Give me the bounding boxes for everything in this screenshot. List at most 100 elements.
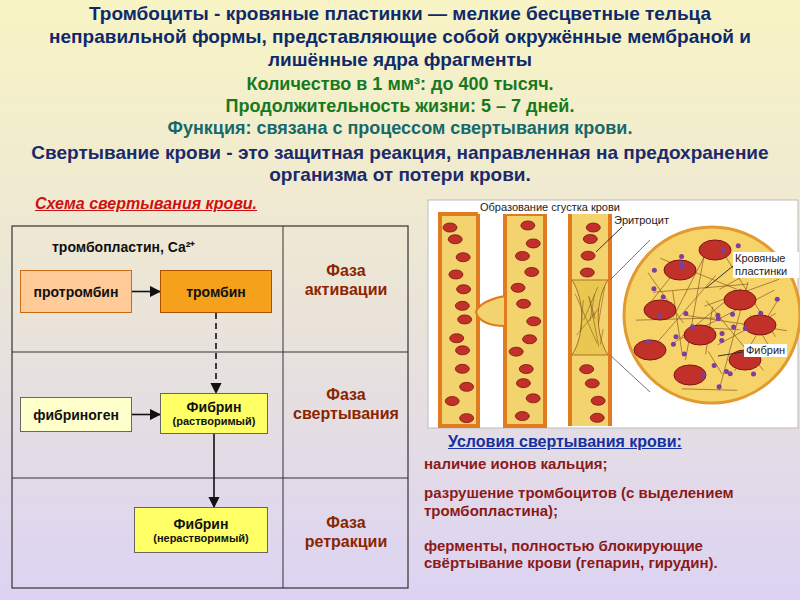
- platelet: [682, 352, 687, 357]
- connector-arrow: [132, 414, 160, 416]
- platelet: [661, 295, 666, 300]
- box-note: (растворимый): [173, 415, 256, 428]
- platelet: [775, 297, 780, 302]
- leader-line: [596, 227, 622, 252]
- function-line: Функция: связана с процессом свертывания…: [20, 117, 780, 139]
- fibrin-thread: [718, 313, 776, 344]
- erythrocyte: [644, 300, 676, 320]
- erythrocyte: [527, 317, 541, 326]
- erythrocyte: [581, 251, 595, 260]
- erythrocyte: [583, 234, 597, 243]
- box-title: фибриноген: [33, 407, 119, 423]
- platelet: [743, 326, 748, 331]
- part-label: Фибрин: [744, 344, 787, 357]
- platelet: [652, 268, 657, 273]
- platelet: [679, 254, 684, 259]
- erythrocyte: [684, 325, 716, 345]
- grid-line: [12, 478, 408, 479]
- vessel-wall: [570, 214, 610, 426]
- platelet: [730, 312, 735, 317]
- erythrocyte: [455, 301, 469, 310]
- erythrocyte: [443, 223, 457, 232]
- erythrocyte: [517, 299, 531, 308]
- erythrocyte: [724, 290, 756, 310]
- erythrocyte: [448, 235, 462, 244]
- leader-line: [718, 352, 743, 356]
- platelet: [683, 311, 688, 316]
- fibrin-thread: [598, 287, 604, 324]
- platelet: [731, 324, 736, 329]
- definition-text: Свертывание крови - это защитная реакция…: [10, 142, 790, 186]
- grid-line: [283, 226, 284, 588]
- erythrocyte: [591, 396, 605, 405]
- box-title: протромбин: [34, 284, 119, 300]
- erythrocyte: [450, 334, 464, 343]
- erythrocyte: [664, 260, 696, 280]
- erythrocyte: [634, 340, 666, 360]
- platelet: [646, 339, 651, 344]
- title: Тромбоциты - кровяные пластинки — мелкие…: [40, 2, 760, 71]
- condition-item: разрушение тромбоцитов (с выделением тро…: [424, 484, 794, 520]
- erythrocyte: [744, 315, 776, 335]
- process-box: тромбин: [160, 270, 272, 313]
- erythrocyte: [456, 253, 470, 262]
- leader-line: [706, 266, 733, 288]
- erythrocyte: [509, 347, 523, 356]
- phase-label: Фаза активации: [288, 261, 404, 299]
- platelet: [736, 243, 741, 248]
- fibrin-thread: [584, 287, 598, 321]
- erythrocyte: [516, 379, 530, 388]
- fibrin-thread: [575, 294, 597, 344]
- box-title: Фибрин: [174, 516, 229, 532]
- erythrocyte: [526, 394, 540, 403]
- erythrocyte: [580, 268, 594, 277]
- erythrocyte: [515, 412, 529, 421]
- erythrocyte: [526, 239, 540, 248]
- conditions-heading: Условия свертывания крови:: [448, 432, 768, 451]
- platelet: [724, 369, 729, 374]
- box-title: тромбин: [186, 284, 246, 300]
- connector-arrow: [215, 313, 217, 393]
- platelet: [679, 261, 684, 266]
- fibrin-thread: [660, 258, 736, 289]
- phase-label: Фаза свертывания: [288, 385, 404, 423]
- platelet: [715, 313, 720, 318]
- fibrin-thread: [673, 249, 708, 318]
- condition-item: наличие ионов кальция;: [424, 455, 794, 473]
- erythrocyte: [515, 252, 529, 261]
- grid-line: [12, 352, 408, 353]
- connector-arrow: [213, 434, 215, 507]
- platelet: [651, 286, 656, 291]
- box-title: Фибрин: [187, 399, 242, 415]
- platelet: [674, 334, 679, 339]
- process-box: Фибрин(нерастворимый): [134, 507, 268, 553]
- count-line: Количество в 1 мм³: до 400 тысяч.: [20, 73, 780, 95]
- process-box: фибриноген: [20, 397, 132, 432]
- platelet: [717, 384, 722, 389]
- clot: [572, 280, 608, 355]
- erythrocyte: [445, 397, 459, 406]
- bleeding: [476, 296, 505, 326]
- erythrocyte: [457, 285, 471, 294]
- erythrocyte: [458, 315, 472, 324]
- erythrocyte: [585, 379, 599, 388]
- erythrocyte: [525, 267, 539, 276]
- platelet: [671, 342, 676, 347]
- phase-label: Фаза ретракции: [288, 513, 404, 551]
- part-label: Эритроцит: [612, 214, 671, 227]
- erythrocyte: [519, 365, 533, 374]
- platelet: [701, 372, 706, 377]
- process-box: Фибрин(растворимый): [160, 393, 268, 434]
- scheme-frame: [12, 226, 408, 588]
- fibrin-thread: [708, 351, 722, 374]
- condition-item: ферменты, полностью блокирующие свёртыва…: [424, 537, 794, 571]
- erythrocyte: [580, 365, 594, 374]
- erythrocyte: [449, 270, 463, 279]
- fibrin-thread: [600, 329, 603, 344]
- platelet: [758, 311, 763, 316]
- illustration-title: Образование сгустка крови: [478, 201, 622, 214]
- part-label: Кровяные пластинки: [733, 252, 799, 278]
- vessel: [440, 214, 478, 426]
- scheme-heading: Схема свертывания крови.: [35, 194, 365, 213]
- platelet: [719, 338, 724, 343]
